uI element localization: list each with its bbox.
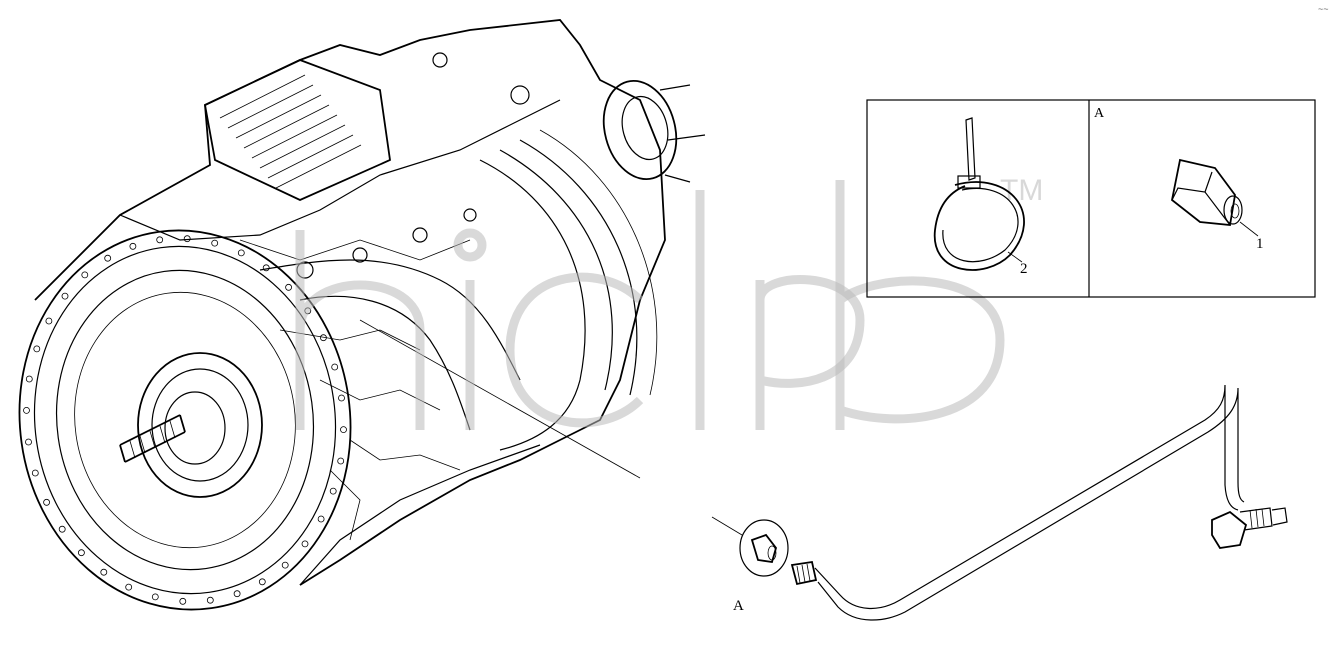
flange-bolt	[317, 515, 325, 523]
flange-bolt	[104, 254, 112, 262]
flange-bolt	[151, 593, 159, 601]
flange-bolt	[31, 469, 39, 477]
flange-bolt	[337, 457, 345, 465]
flange-bolt	[301, 540, 309, 548]
flange-bolt	[45, 317, 53, 325]
flange-bolt	[129, 242, 137, 250]
flange-bolt	[258, 578, 266, 586]
flange-bolt	[78, 549, 85, 557]
flange-bolt	[33, 345, 41, 353]
clamp-part-2: 2	[934, 117, 1028, 277]
flange-bolt	[237, 249, 245, 257]
sensor-harness: A	[711, 384, 1288, 621]
flange-bolt	[206, 596, 214, 604]
flange-bolt	[329, 487, 337, 495]
flange-bolt	[183, 235, 191, 243]
flange-bolt	[331, 363, 339, 371]
part-label-1: 1	[1256, 236, 1264, 252]
sensor-part-1: 1	[1171, 158, 1264, 252]
detail-box: 2 A 1	[866, 99, 1316, 298]
watermark: TM	[295, 174, 1043, 430]
flange-bolt	[156, 236, 164, 244]
flange-bolt	[262, 264, 270, 272]
flange-bolt	[179, 597, 187, 605]
flange-bolt	[100, 568, 108, 576]
flange-bolt	[43, 498, 50, 506]
flange-bolt	[211, 239, 219, 247]
detail-view-label: A	[1094, 106, 1105, 121]
corner-mark: ~~	[1318, 4, 1329, 14]
callout-circle	[739, 519, 789, 577]
flange-bolt	[285, 283, 293, 291]
flange-bolt	[340, 426, 347, 434]
cover-ribs	[219, 74, 362, 189]
flange-bolt	[25, 438, 32, 446]
flange-bolt	[233, 590, 241, 598]
flange-bolt	[25, 375, 33, 383]
flange-bolt	[23, 406, 30, 414]
part-label-2: 2	[1020, 261, 1028, 277]
callout-label: A	[733, 598, 744, 614]
flange-bolt	[61, 292, 69, 300]
flange-bolt	[338, 394, 345, 402]
flange-bolt	[125, 583, 133, 591]
flange-bolt	[81, 271, 89, 279]
flange-bolt	[281, 561, 289, 569]
flange-bolt	[58, 525, 66, 533]
transmission-assembly	[18, 19, 706, 611]
